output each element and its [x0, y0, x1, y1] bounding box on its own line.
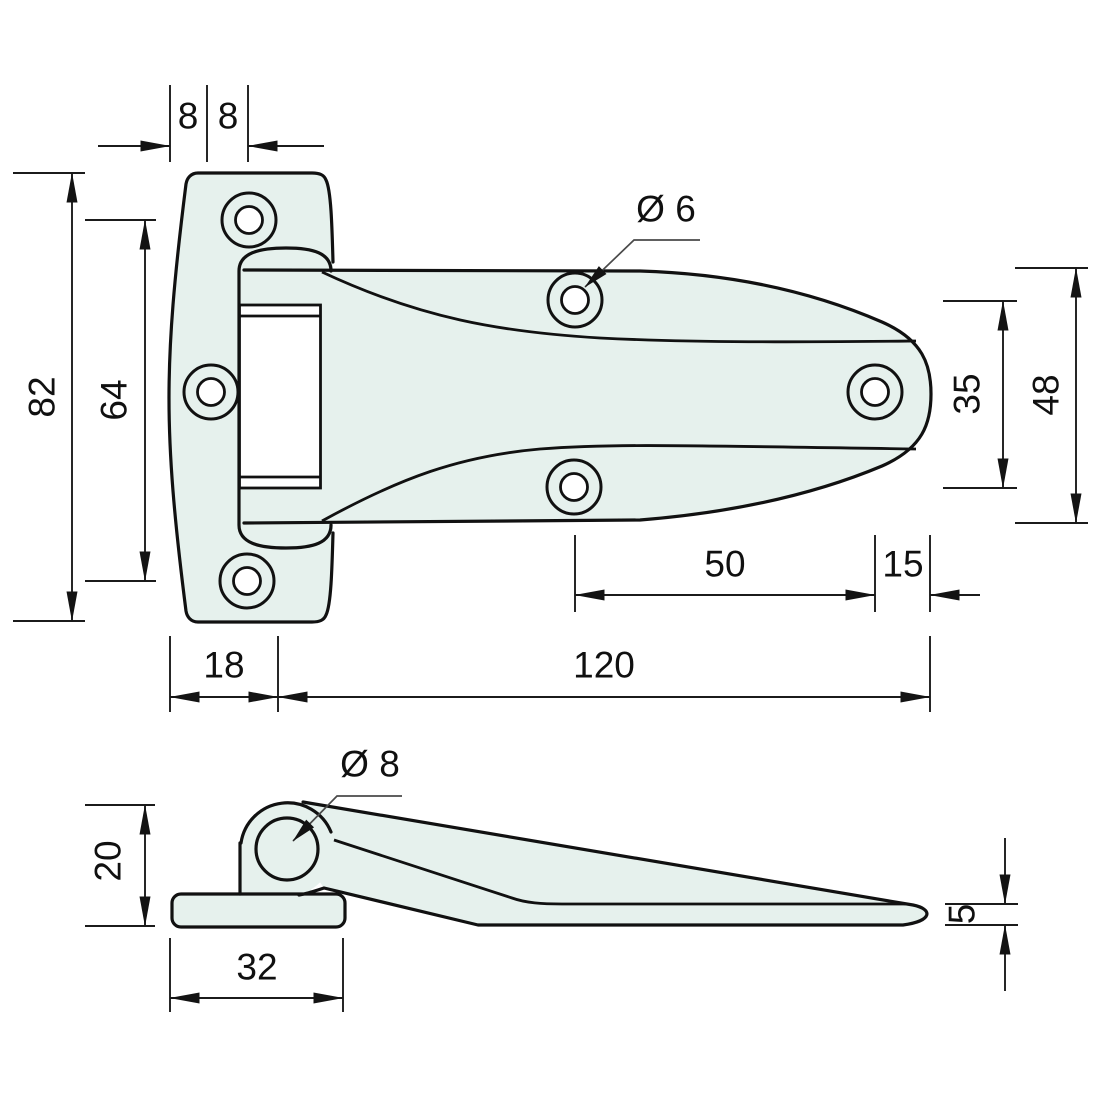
dim-label: 82: [22, 376, 63, 417]
dim-label: 120: [573, 645, 635, 686]
dim-plate-width: 18: [169, 636, 279, 712]
pin-bore-circle: [254, 816, 320, 882]
plate-hole-top: [220, 191, 278, 249]
dim-label: 8: [178, 96, 199, 137]
dim-strap-max-width: 48: [1015, 267, 1088, 524]
dim-label: 35: [947, 373, 988, 414]
dim-label: 18: [203, 645, 244, 686]
dim-strap-hole-spacing: 50: [574, 535, 876, 612]
dim-strap-hole-diameter: Ø 6: [584, 189, 700, 288]
dim-end-margin: 15: [882, 535, 980, 612]
strap-side-fill: [303, 802, 927, 925]
strap-hole-top: [546, 271, 604, 329]
leader-line: [584, 239, 700, 288]
strap-side-outline: [297, 800, 929, 927]
base-plate-side: [170, 892, 347, 929]
hole-bore: [560, 285, 590, 315]
dim-plate-hole-spacing: 64: [85, 219, 156, 582]
dim-label: 50: [704, 544, 745, 585]
mounting-plate-outline: [167, 171, 335, 624]
hole-bore: [234, 205, 264, 235]
dim-label: Ø 8: [340, 744, 400, 785]
leader-line: [292, 795, 402, 842]
strap-hole-bottom: [545, 458, 603, 516]
dim-label: 32: [236, 947, 277, 988]
dim-label: 64: [94, 379, 135, 420]
hole-bore: [860, 377, 890, 407]
strap-fill: [244, 270, 931, 523]
strap-spine-top-line: [321, 270, 917, 344]
dim-label: 20: [88, 840, 129, 881]
dim-base-plate-length: 32: [169, 938, 344, 1012]
dim-label: 5: [942, 904, 983, 925]
knuckle-curl-outline: [239, 801, 333, 845]
dim-label: 15: [882, 544, 923, 585]
hole-bore: [559, 472, 589, 502]
hole-bore: [232, 566, 262, 596]
dim-plate-height: 82: [13, 172, 85, 622]
strap-fold-line: [333, 838, 908, 906]
dim-label: 48: [1026, 374, 1067, 415]
strap-spine-bottom-line: [321, 444, 917, 523]
strap-hole-end: [846, 363, 904, 421]
plate-hole-bottom: [218, 552, 276, 610]
dim-strap-length: 120: [277, 636, 931, 712]
side-view: Ø 8 20 32 5: [85, 744, 1018, 1012]
dim-label: Ø 6: [636, 189, 696, 230]
dim-hole-offsets: 8 8: [98, 85, 324, 162]
dim-knuckle-height: 20: [85, 804, 155, 927]
dim-strap-end-width: 35: [943, 300, 1017, 489]
top-view: 8 8 82 64 Ø 6 35: [13, 85, 1088, 712]
strap-outline: [242, 268, 933, 525]
dim-strap-thickness: 5: [942, 838, 1018, 991]
hinge-barrel: [238, 303, 322, 490]
plate-hole-middle: [182, 363, 240, 421]
dim-label: 8: [218, 96, 239, 137]
dim-pin-diameter: Ø 8: [292, 744, 402, 842]
hole-bore: [196, 377, 226, 407]
